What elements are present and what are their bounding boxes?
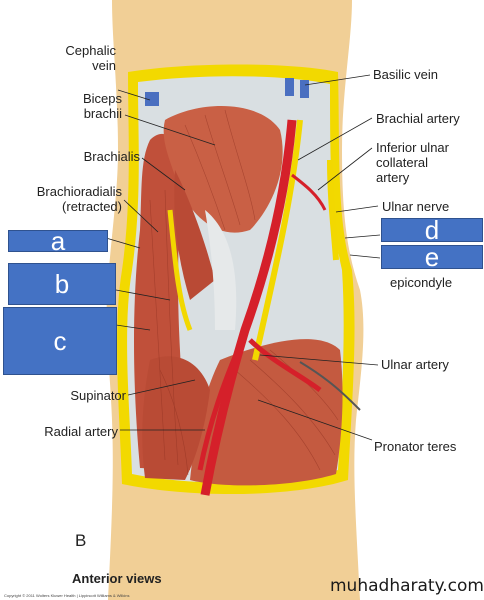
label-pronator-teres: Pronator teres	[374, 439, 457, 454]
answer-box-e: e	[381, 244, 483, 270]
radial-artery	[197, 344, 243, 471]
biceps-tendon	[205, 210, 237, 330]
ulnar-artery	[248, 338, 322, 393]
cephalic-vein-cut	[145, 92, 159, 106]
figure-letter: B	[75, 531, 87, 550]
label-brachialis: Brachialis	[83, 149, 140, 164]
label-biceps-line2: brachii	[83, 106, 122, 121]
figure-caption: Anterior views	[72, 571, 162, 586]
label-ulnar-nerve: Ulnar nerve	[382, 199, 450, 214]
label-cephalic-vein-line2: vein	[92, 58, 116, 73]
label-inferior-ulnar-line3: artery	[376, 170, 410, 185]
label-inferior-ulnar-collateral-artery: Inferior ulnar collateral artery	[376, 140, 449, 185]
answer-box-c: c	[3, 307, 117, 375]
radial-nerve	[167, 209, 193, 331]
label-inferior-ulnar-line1: Inferior ulnar	[376, 140, 449, 155]
ulnar-nerve	[327, 159, 339, 261]
inferior-ulnar-artery	[291, 173, 327, 211]
label-biceps-line1: Biceps	[82, 91, 122, 106]
label-cephalic-vein-line1: Cephalic	[65, 43, 116, 58]
label-epicondyle: epicondyle	[390, 275, 453, 290]
answer-box-d: d	[381, 217, 483, 243]
basilic-vein-cut-2	[300, 80, 309, 98]
basilic-vein-cut-1	[285, 78, 294, 96]
label-brachioradialis-line1: Brachioradialis	[36, 184, 122, 199]
label-cephalic-vein: Cephalic vein	[22, 43, 116, 73]
label-ulnar-artery: Ulnar artery	[381, 357, 449, 372]
label-radial-artery: Radial artery	[44, 424, 118, 439]
label-inferior-ulnar-line2: collateral	[376, 155, 429, 170]
label-basilic-vein: Basilic vein	[373, 67, 439, 82]
probe	[299, 361, 361, 411]
label-supinator: Supinator	[70, 388, 126, 403]
answer-box-a: a	[8, 228, 108, 254]
label-biceps-brachii: Biceps brachii	[22, 91, 122, 121]
supinator-muscle	[142, 356, 210, 480]
label-brachioradialis: Brachioradialis (retracted)	[4, 184, 122, 214]
brachial-artery	[200, 119, 297, 496]
copyright-notice: Copyright © 2011 Wolters Kluwer Health |…	[4, 593, 130, 598]
label-brachioradialis-line2: (retracted)	[62, 199, 122, 214]
watermark: muhadharaty.com	[330, 576, 484, 596]
median-nerve	[252, 119, 303, 361]
label-brachial-artery: Brachial artery	[376, 111, 460, 126]
brachialis-muscle	[174, 170, 215, 300]
answer-box-b: b	[8, 263, 116, 305]
